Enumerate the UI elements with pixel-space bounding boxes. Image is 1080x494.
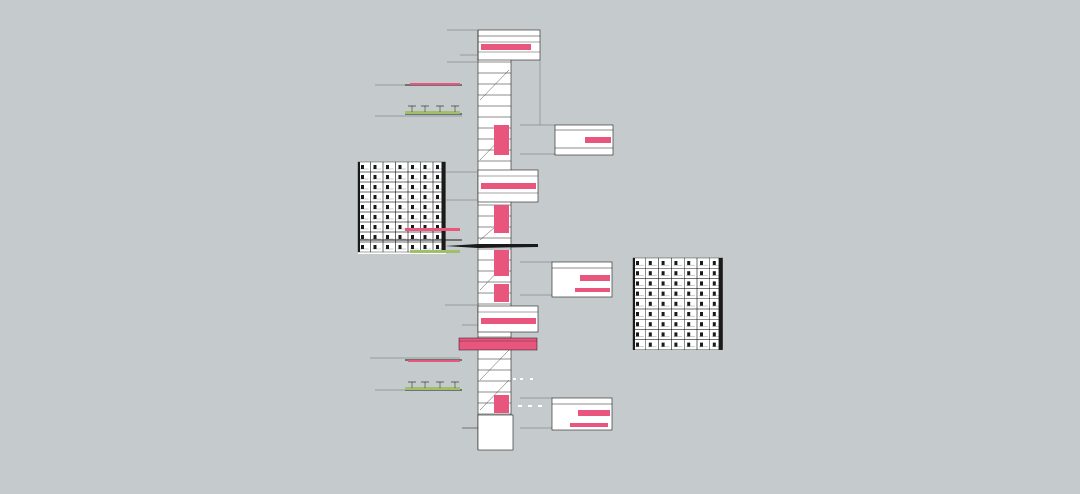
right-facade-grid[interactable] (632, 257, 723, 351)
scattered-marks (513, 378, 542, 407)
pink-core-1 (494, 125, 509, 155)
pink-core-5 (494, 395, 509, 413)
pink-core-4 (494, 284, 509, 302)
right-section-3 (551, 397, 613, 431)
pink-core-2 (494, 205, 509, 233)
left-facade-grid[interactable] (357, 161, 462, 254)
tower-body (478, 30, 511, 450)
right-section-2 (551, 261, 613, 298)
right-section-1 (554, 124, 614, 156)
right-grid-background (633, 258, 723, 350)
pink-core-3 (494, 250, 509, 276)
central-tower-section[interactable] (445, 29, 541, 451)
pink-band (481, 44, 531, 50)
left-upper-detail (405, 83, 462, 115)
tower-base (478, 415, 513, 450)
left-grid-background (358, 162, 446, 254)
section-cut-slab (445, 244, 538, 248)
pink-podium-bar (459, 338, 537, 350)
left-lower-detail (405, 359, 462, 391)
